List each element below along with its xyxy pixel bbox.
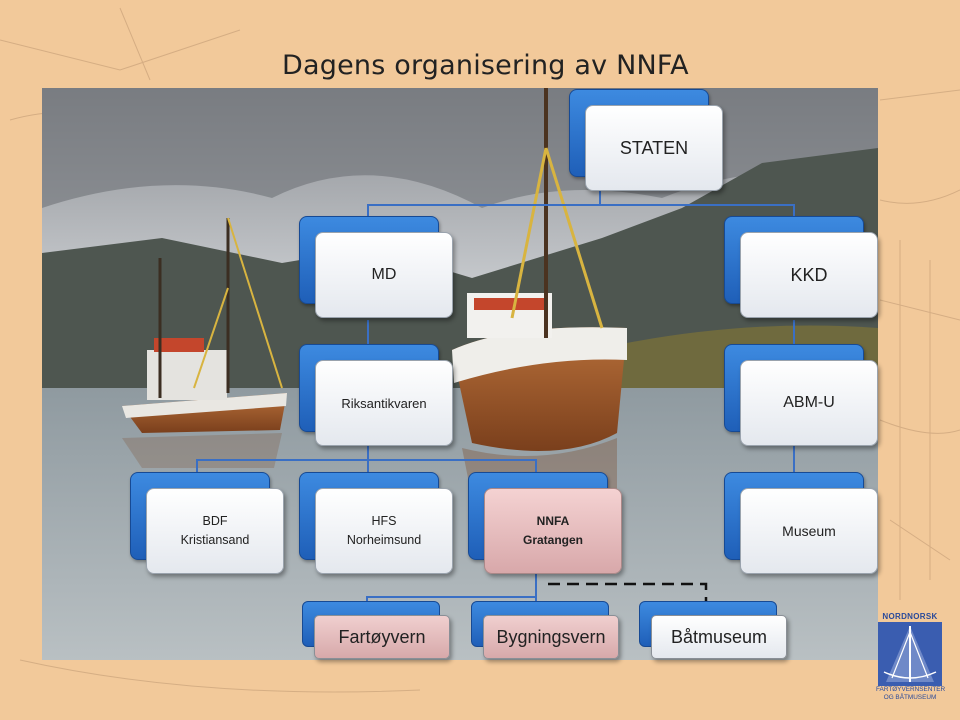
node-riksantikvaren: Riksantikvaren (299, 344, 453, 446)
node-face: Fartøyvern (314, 615, 450, 659)
node-fartoyvern-label: Fartøyvern (338, 626, 426, 647)
node-riksantikvaren-label: Riksantikvaren (341, 395, 427, 411)
node-kkd-label: KKD (790, 264, 828, 285)
logo-emblem-icon (878, 622, 942, 686)
node-bdf: BDF Kristiansand (130, 472, 284, 574)
node-museum: Museum (724, 472, 878, 574)
node-nnfa-place: Gratangen (522, 533, 583, 547)
node-abmu-label: ABM-U (783, 394, 835, 411)
node-batmuseum: Båtmuseum (639, 601, 787, 659)
node-face: BDF Kristiansand (146, 488, 284, 574)
node-face: Museum (740, 488, 878, 574)
node-museum-label: Museum (782, 523, 836, 539)
node-face: MD (315, 232, 453, 318)
node-fartoyvern: Fartøyvern (302, 601, 450, 659)
node-kkd: KKD (724, 216, 878, 318)
nnfa-logo: NORDNORSK FARTØYVERNSENTER OG BÅTMUSEUM (876, 612, 946, 708)
node-bygningsvern: Bygningsvern (471, 601, 619, 659)
node-hfs-place: Norheimsund (346, 533, 422, 547)
node-face: STATEN (585, 105, 723, 191)
node-hfs: HFS Norheimsund (299, 472, 453, 574)
logo-line1: FARTØYVERNSENTER (876, 686, 946, 693)
logo-bottom-text: FARTØYVERNSENTER OG BÅTMUSEUM (876, 686, 946, 702)
node-bygningsvern-label: Bygningsvern (496, 626, 606, 647)
node-face: ABM-U (740, 360, 878, 446)
node-batmuseum-label: Båtmuseum (670, 626, 768, 647)
node-bdf-place: Kristiansand (180, 533, 250, 547)
node-abmu: ABM-U (724, 344, 878, 446)
node-face: Båtmuseum (651, 615, 787, 659)
logo-line2: OG BÅTMUSEUM (883, 694, 937, 701)
node-face: NNFA Gratangen (484, 488, 622, 574)
node-face: Riksantikvaren (315, 360, 453, 446)
node-hfs-name: HFS (371, 514, 397, 528)
node-nnfa: NNFA Gratangen (468, 472, 622, 574)
node-staten-label: STATEN (619, 137, 689, 158)
node-face: HFS Norheimsund (315, 488, 453, 574)
node-nnfa-name: NNFA (536, 514, 570, 528)
node-md: MD (299, 216, 453, 318)
node-bdf-name: BDF (202, 514, 228, 528)
node-face: KKD (740, 232, 878, 318)
logo-top-text: NORDNORSK (882, 612, 938, 621)
node-md-label: MD (371, 266, 397, 283)
node-staten: STATEN (569, 89, 723, 191)
page-title: Dagens organisering av NNFA (282, 50, 689, 81)
node-face: Bygningsvern (483, 615, 619, 659)
